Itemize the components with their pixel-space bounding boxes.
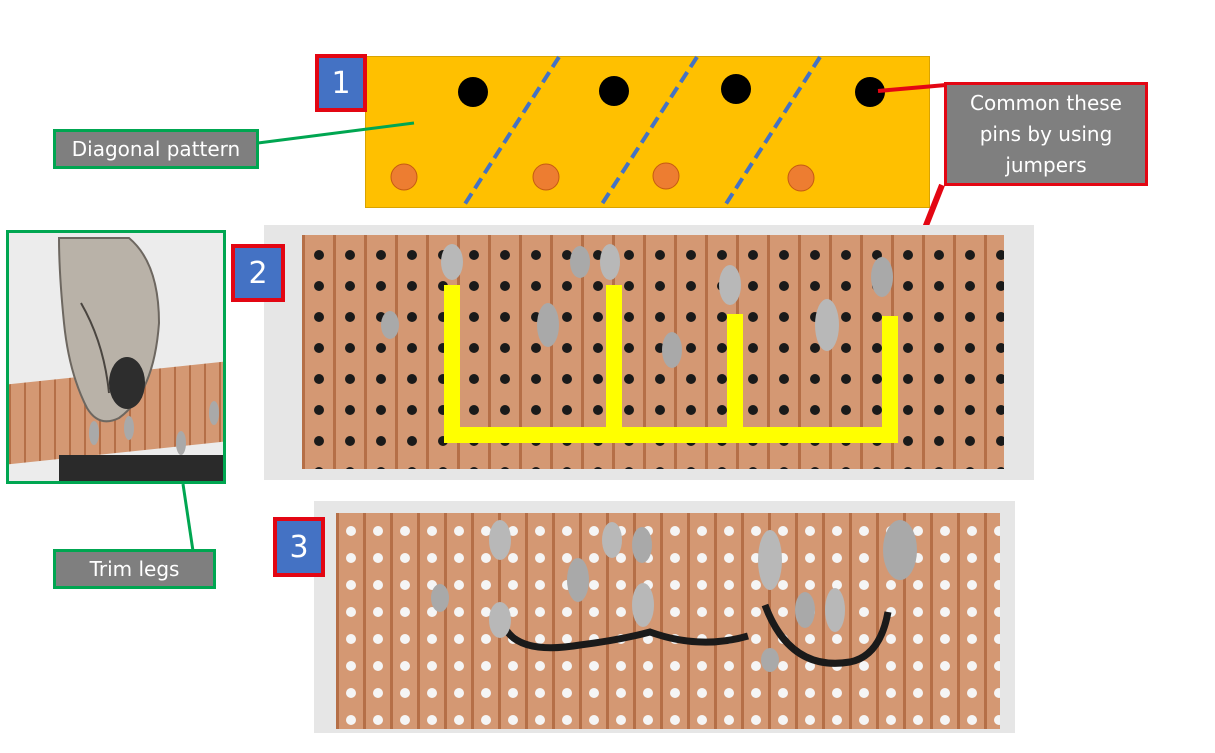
cutter-shape — [57, 237, 219, 455]
diagonal-line — [461, 55, 561, 209]
callout-line-trim — [181, 483, 195, 552]
pin-orange — [390, 163, 418, 191]
diagonal-line — [598, 55, 699, 209]
common-pins-label: Common these pins by using jumpers — [944, 82, 1148, 186]
inset-base — [59, 455, 223, 481]
diagonal-line — [722, 55, 822, 209]
trim-legs-photo — [6, 230, 226, 484]
step-3-badge: 3 — [273, 517, 325, 577]
step-2-badge: 2 — [231, 244, 285, 302]
callout-line-common-top — [877, 83, 947, 93]
pin-black — [721, 74, 751, 104]
trim-legs-label: Trim legs — [53, 549, 216, 589]
pin-orange — [532, 163, 560, 191]
pin-orange — [787, 164, 815, 192]
callout-line-diagonal — [257, 121, 415, 145]
pin-black — [855, 77, 885, 107]
step-1-badge: 1 — [315, 54, 367, 112]
pin-orange — [652, 162, 680, 190]
diagonal-pattern-label: Diagonal pattern — [53, 129, 259, 169]
diagonal-pattern-diagram — [365, 56, 930, 208]
pin-black — [458, 77, 488, 107]
pin-black — [599, 76, 629, 106]
